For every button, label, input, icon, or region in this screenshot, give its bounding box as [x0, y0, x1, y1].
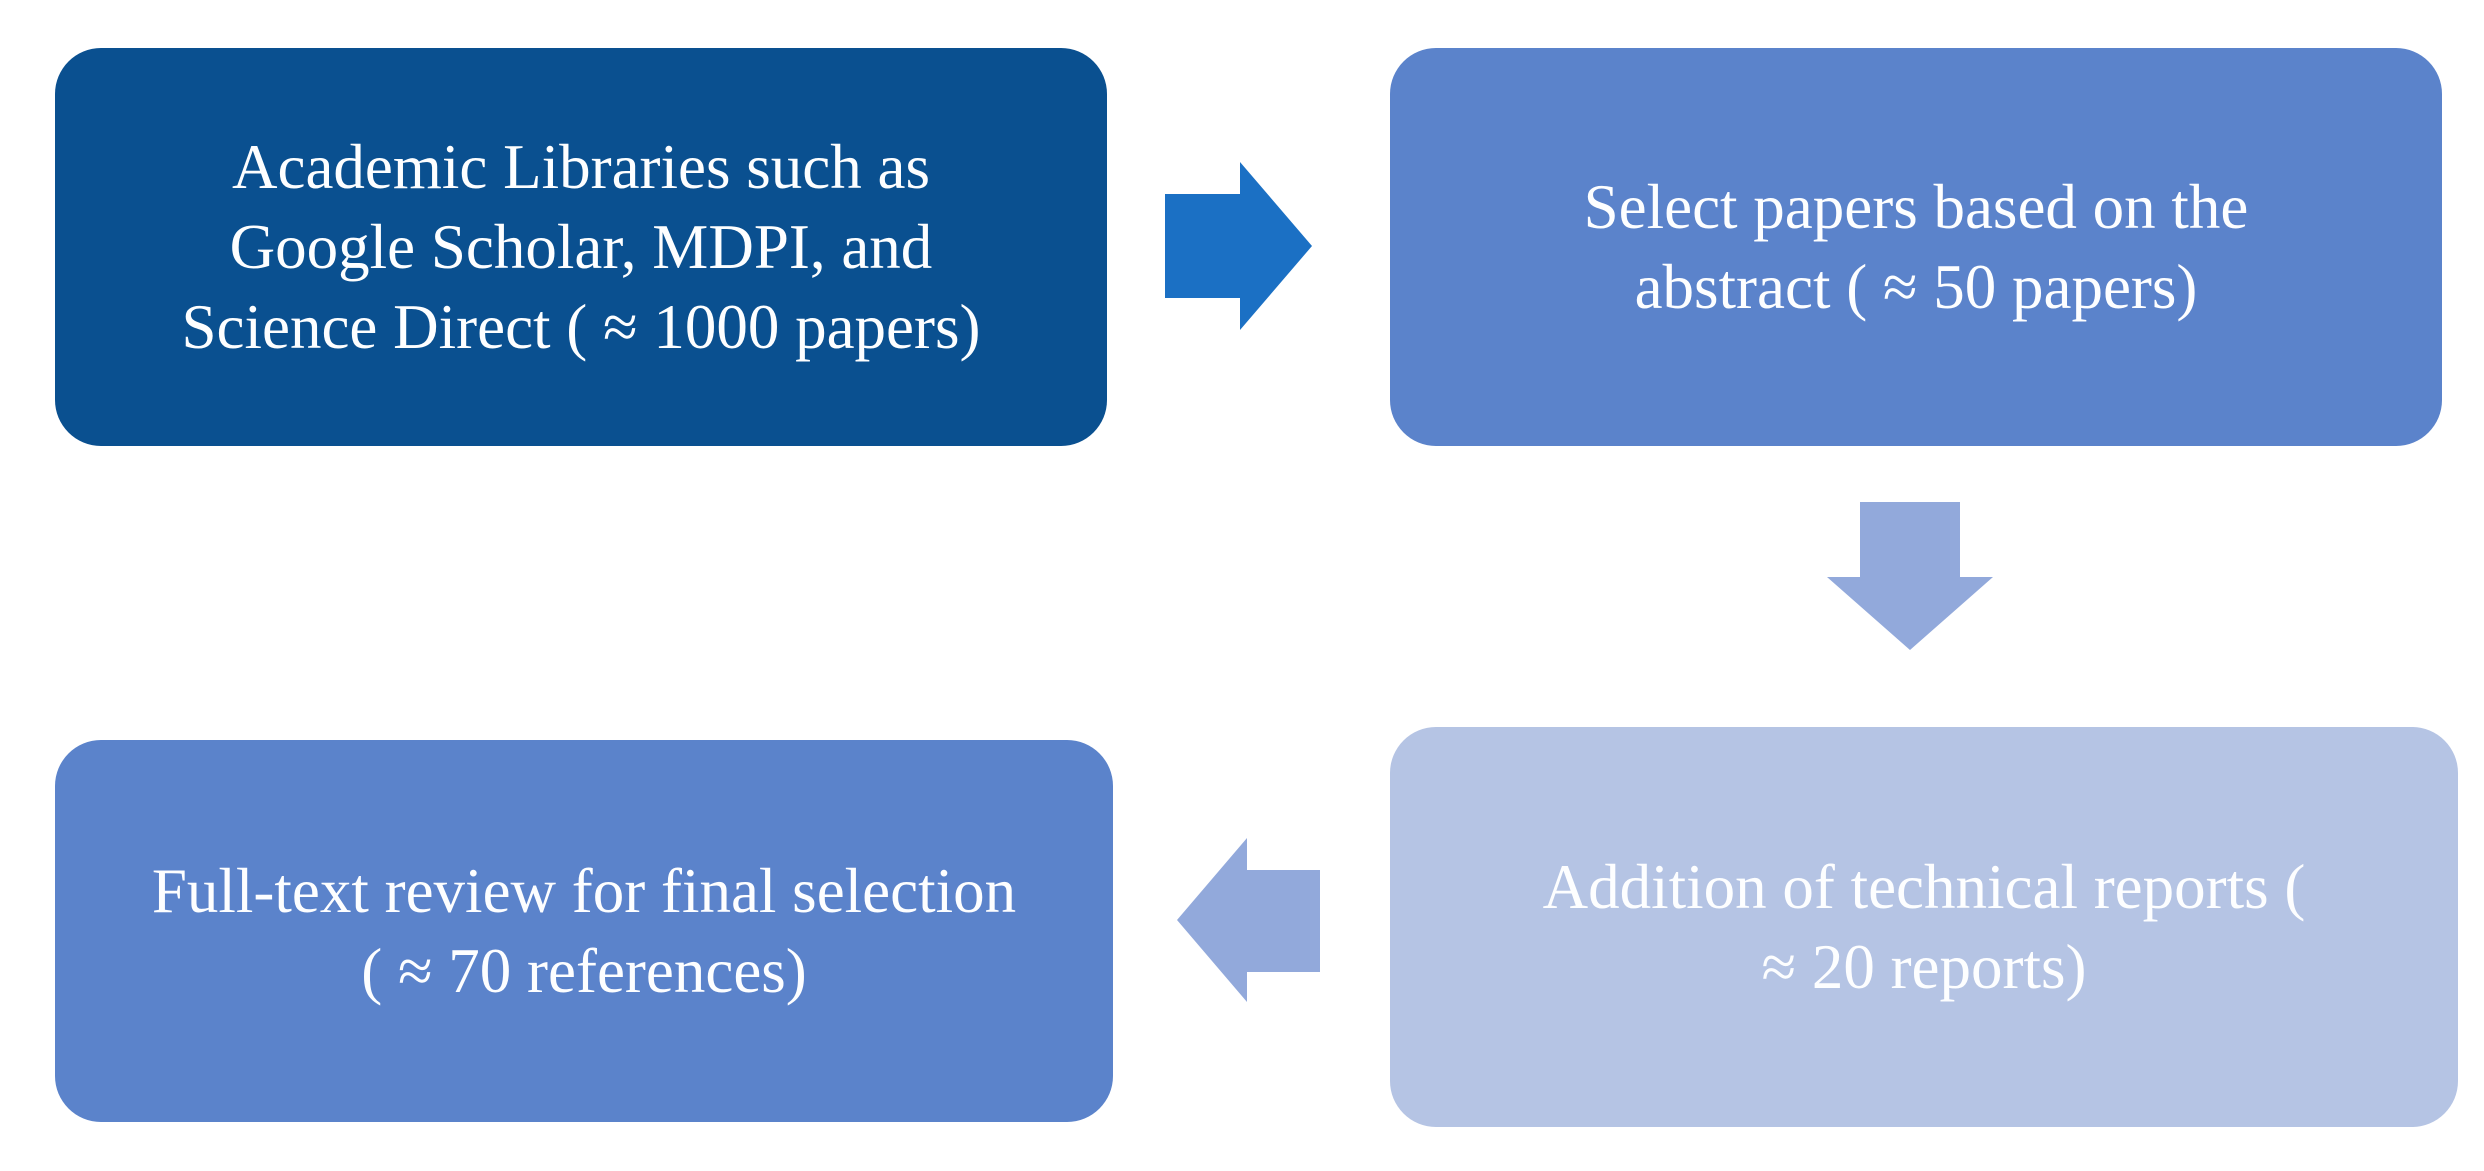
flow-step-academic-libraries-label: Academic Libraries such as Google Schola…: [181, 132, 981, 362]
flow-step-technical-reports: Addition of technical reports ( ≈ 20 rep…: [1390, 727, 2458, 1127]
flow-step-full-text-review-label: Full-text review for final selection ( ≈…: [151, 856, 1017, 1006]
flow-step-abstract-selection-label: Select papers based on the abstract ( ≈ …: [1583, 172, 2249, 322]
arrow-down-icon: [1827, 502, 1993, 650]
arrow-left-icon: [1177, 838, 1320, 1002]
flow-step-academic-libraries: Academic Libraries such as Google Schola…: [55, 48, 1107, 446]
flow-step-technical-reports-label: Addition of technical reports ( ≈ 20 rep…: [1542, 852, 2306, 1002]
arrow-right-icon: [1165, 162, 1312, 330]
flow-step-full-text-review: Full-text review for final selection ( ≈…: [55, 740, 1113, 1122]
flow-step-abstract-selection: Select papers based on the abstract ( ≈ …: [1390, 48, 2442, 446]
